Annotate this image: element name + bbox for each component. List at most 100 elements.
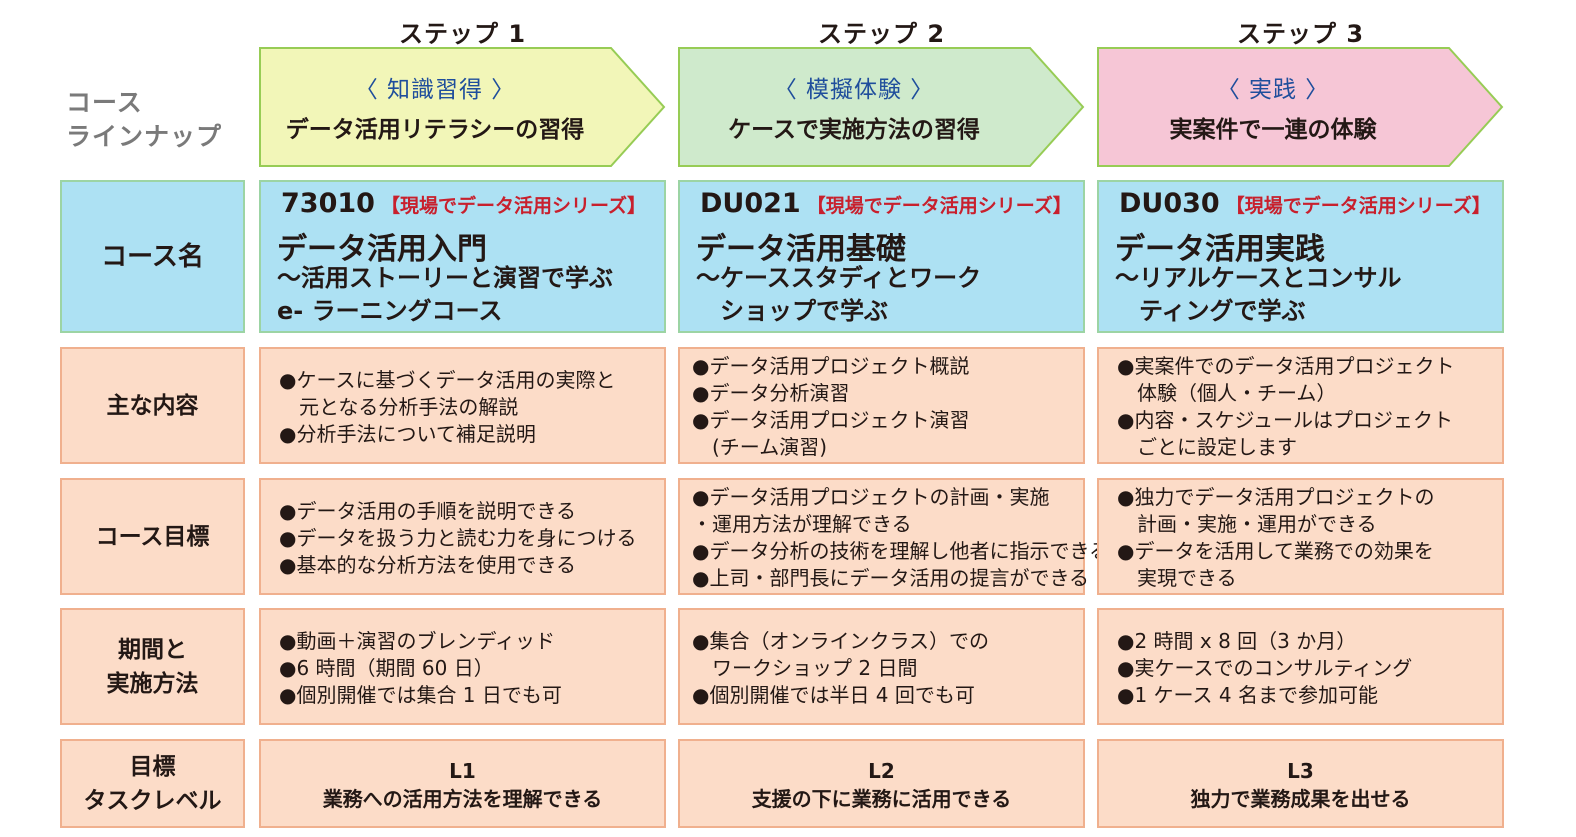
list-item: 計画・実施・運用ができる [1117,512,1377,536]
step-1-arrow: 〈 知識習得 〉 データ活用リテラシーの習得 [259,47,666,167]
course-cell-3: DU030 【現場でデータ活用シリーズ】 データ活用実践 ～リアルケースとコンサ… [1097,180,1504,333]
period-list: ●動画＋演習のブレンディッド ●6 時間（期間 60 日） ●個別開催では集合 … [279,628,562,709]
level-code: L1 [449,759,476,783]
row-label-goal: コース目標 [60,478,245,595]
lineup-label-line2: ラインナップ [66,122,223,151]
course-subtitle: ～リアルケースとコンサル ティングで学ぶ [1115,262,1402,328]
list-item: ●データ活用プロジェクト概説 [692,354,970,378]
level-cell-1: L1 業務への活用方法を理解できる [259,739,666,828]
list-item: ●独力でデータ活用プロジェクトの [1117,485,1435,509]
course-cell-2: DU021 【現場でデータ活用シリーズ】 データ活用基礎 ～ケーススタディとワー… [678,180,1085,333]
course-name: データ活用実践 [1115,232,1325,267]
step-2-arrow-main: ケースで実施方法の習得 [728,117,980,143]
list-item: ごとに設定します [1117,435,1297,459]
list-item: ●実案件でのデータ活用プロジェクト [1117,354,1455,378]
list-item: ●個別開催では半日 4 回でも可 [692,683,975,707]
list-item: ●動画＋演習のブレンディッド [279,629,556,653]
content-list: ●実案件でのデータ活用プロジェクト 体験（個人・チーム） ●内容・スケジュールは… [1117,353,1454,461]
course-series: 【現場でデータ活用シリーズ】 [380,195,646,217]
list-item: 実現できる [1117,566,1237,590]
list-item: ・運用方法が理解できる [692,512,912,536]
list-item: ●2 時間 x 8 回（3 か月） [1117,629,1357,653]
course-name: データ活用基礎 [696,232,906,267]
goal-cell-2: ●データ活用プロジェクトの計画・実施 ・運用方法が理解できる ●データ分析の技術… [678,478,1109,595]
list-item: ●1 ケース 4 名まで参加可能 [1117,683,1378,707]
list-item: (チーム演習) [692,435,828,459]
course-code: DU021 [700,188,801,219]
level-text: 支援の下に業務に活用できる [751,787,1012,811]
course-code: DU030 [1119,188,1220,219]
level-text: 業務への活用方法を理解できる [322,787,603,811]
row-label-course-name-text: コース名 [101,241,204,272]
content-cell-3: ●実案件でのデータ活用プロジェクト 体験（個人・チーム） ●内容・スケジュールは… [1097,347,1504,464]
list-item: ワークショップ 2 日間 [692,656,918,680]
step-1-arrow-shape [259,47,666,167]
list-item: ●実ケースでのコンサルティング [1117,656,1413,680]
row-label-period: 期間と 実施方法 [60,608,245,725]
list-item: ●個別開催では集合 1 日でも可 [279,683,562,707]
row-label-task-level-line2: タスクレベル [83,787,222,814]
list-item: ●6 時間（期間 60 日） [279,656,494,680]
lineup-label-line1: コース [66,88,143,117]
step-1-arrow-subtitle: 〈 知識習得 〉 [354,77,516,103]
period-cell-2: ●集合（オンラインクラス）での ワークショップ 2 日間 ●個別開催では半日 4… [678,608,1085,725]
list-item: ●分析手法について補足説明 [279,422,536,446]
list-item: ●データを活用して業務での効果を [1117,539,1434,563]
content-cell-1: ●ケースに基づくデータ活用の実際と 元となる分析手法の解説 ●分析手法について補… [259,347,666,464]
period-cell-3: ●2 時間 x 8 回（3 か月） ●実ケースでのコンサルティング ●1 ケース… [1097,608,1504,725]
list-item: ●データ活用プロジェクト演習 [692,408,970,432]
row-label-period-line1: 期間と [118,636,187,663]
course-code: 73010 [281,188,375,219]
list-item: ●データ分析演習 [692,381,850,405]
course-subtitle-line: e- ラーニングコース [277,297,503,325]
content-cell-2: ●データ活用プロジェクト概説 ●データ分析演習 ●データ活用プロジェクト演習 (… [678,347,1085,464]
step-3-arrow-shape [1097,47,1504,167]
level-cell-2: L2 支援の下に業務に活用できる [678,739,1085,828]
course-name: データ活用入門 [277,232,487,267]
goal-cell-3: ●独力でデータ活用プロジェクトの 計画・実施・運用ができる ●データを活用して業… [1097,478,1504,595]
row-label-content: 主な内容 [60,347,245,464]
course-subtitle-line: ショップで学ぶ [696,297,888,325]
goal-cell-1: ●データ活用の手順を説明できる ●データを扱う力と読む力を身につける ●基本的な… [259,478,666,595]
row-label-course-name: コース名 [60,180,245,333]
list-item: ●上司・部門長にデータ活用の提言ができる [692,566,1090,590]
step-2-arrow-shape [678,47,1085,167]
period-list: ●集合（オンラインクラス）での ワークショップ 2 日間 ●個別開催では半日 4… [692,628,989,709]
list-item: ●内容・スケジュールはプロジェクト [1117,408,1454,432]
step-1-arrow-main: データ活用リテラシーの習得 [285,117,585,143]
level-cell-3: L3 独力で業務成果を出せる [1097,739,1504,828]
period-list: ●2 時間 x 8 回（3 か月） ●実ケースでのコンサルティング ●1 ケース… [1117,628,1412,709]
step-2-arrow-subtitle: 〈 模擬体験 〉 [773,77,935,103]
list-item: ●基本的な分析方法を使用できる [279,553,577,577]
step-3-arrow-main: 実案件で一連の体験 [1169,117,1377,143]
content-list: ●データ活用プロジェクト概説 ●データ分析演習 ●データ活用プロジェクト演習 (… [692,353,969,461]
step-2-title: ステップ 2 [817,20,946,48]
list-item: ●データ活用の手順を説明できる [279,499,577,523]
level-code: L2 [868,759,895,783]
list-item: ●データ活用プロジェクトの計画・実施 [692,485,1050,509]
course-subtitle-line: ティングで学ぶ [1115,297,1306,325]
goal-list: ●データ活用の手順を説明できる ●データを扱う力と読む力を身につける ●基本的な… [279,498,636,579]
list-item: 元となる分析手法の解説 [279,395,519,419]
course-series: 【現場でデータ活用シリーズ】 [1225,195,1491,217]
row-label-task-level-line1: 目標 [129,753,176,780]
step-2-arrow: 〈 模擬体験 〉 ケースで実施方法の習得 [678,47,1085,167]
row-label-period-line2: 実施方法 [106,670,199,697]
list-item: ●データを扱う力と読む力を身につける [279,526,637,550]
course-subtitle-line: ～リアルケースとコンサル [1115,264,1402,292]
row-label-goal-text: コース目標 [95,523,210,550]
course-subtitle-line: ～活用ストーリーと演習で学ぶ [277,264,613,292]
course-series: 【現場でデータ活用シリーズ】 [806,195,1072,217]
row-label-content-text: 主な内容 [106,392,199,419]
step-3-title: ステップ 3 [1236,20,1365,48]
step-3-arrow-subtitle: 〈 実践 〉 [1216,77,1330,103]
goal-list: ●独力でデータ活用プロジェクトの 計画・実施・運用ができる ●データを活用して業… [1117,484,1434,592]
list-item: ●ケースに基づくデータ活用の実際と [279,368,616,392]
list-item: ●データ分析の技術を理解し他者に指示できる [692,539,1110,563]
step-3-arrow: 〈 実践 〉 実案件で一連の体験 [1097,47,1504,167]
list-item: ●集合（オンラインクラス）での [692,629,990,653]
row-label-task-level: 目標 タスクレベル [60,739,245,828]
list-item: 体験（個人・チーム） [1117,381,1337,405]
course-cell-1: 73010 【現場でデータ活用シリーズ】 データ活用入門 ～活用ストーリーと演習… [259,180,666,333]
content-list: ●ケースに基づくデータ活用の実際と 元となる分析手法の解説 ●分析手法について補… [279,367,615,448]
